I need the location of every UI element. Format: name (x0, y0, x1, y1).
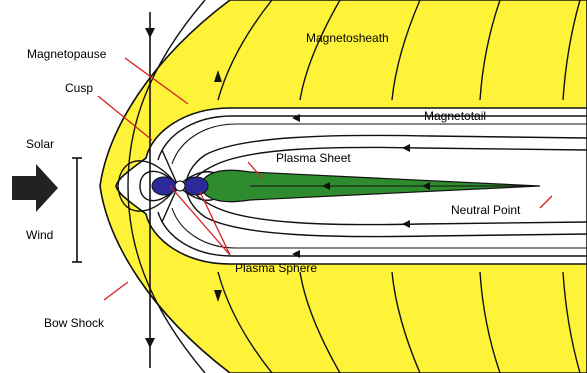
solar-wind-arrow (12, 164, 58, 212)
label-solar: Solar (26, 137, 54, 151)
earth (175, 181, 185, 191)
label-bow-shock: Bow Shock (44, 316, 105, 330)
label-cusp: Cusp (65, 81, 93, 95)
label-plasma-sheet: Plasma Sheet (276, 151, 351, 165)
plasma-sphere-nightside (184, 177, 208, 195)
label-plasma-sphere: Plasma Sphere (235, 261, 317, 275)
imf-arrow-top (145, 28, 155, 38)
label-magnetopause: Magnetopause (27, 47, 107, 61)
bow-shock-pointer (104, 282, 128, 300)
label-magnetosheath: Magnetosheath (306, 31, 389, 45)
imf-arrow-bottom (145, 338, 155, 348)
label-magnetotail: Magnetotail (424, 109, 486, 123)
plasma-sphere-dayside (152, 177, 176, 195)
label-neutral-point: Neutral Point (451, 203, 521, 217)
label-wind: Wind (26, 228, 53, 242)
